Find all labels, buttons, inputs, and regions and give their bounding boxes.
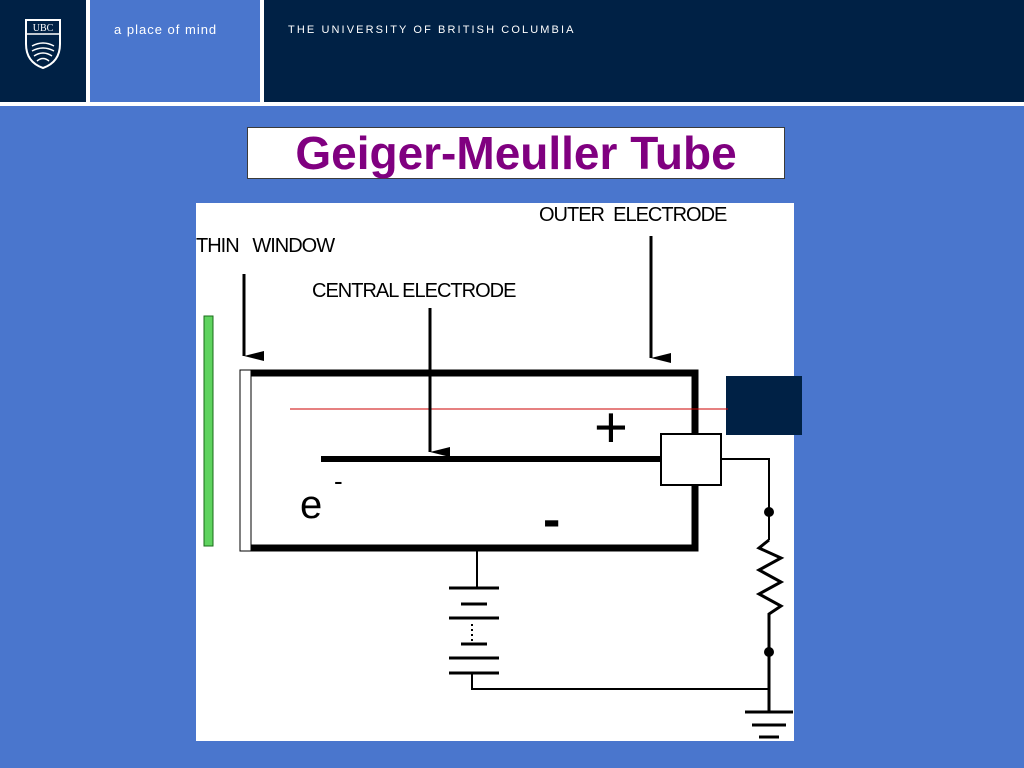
- wire-connector-to-resistor: [721, 458, 770, 540]
- wire-battery-to-ground: [471, 673, 770, 690]
- logo-box: [0, 0, 86, 102]
- central-electrode-label: CENTRAL ELECTRODE: [312, 280, 516, 302]
- ground-symbol: [745, 710, 793, 739]
- radiation-source-bar: [203, 315, 214, 547]
- battery-symbol: [449, 586, 499, 675]
- title-box: Geiger-Meuller Tube: [247, 127, 785, 179]
- resistor-symbol: [755, 538, 785, 712]
- plus-sign: +: [594, 395, 628, 460]
- header-separator: [86, 0, 90, 102]
- logo-text: UBC: [33, 23, 54, 34]
- connector-box: [660, 433, 722, 486]
- electron-charge: -: [334, 466, 343, 496]
- junction-dot: [764, 647, 774, 657]
- callout-box: [726, 376, 802, 435]
- electron-symbol: e: [300, 483, 322, 527]
- tagline-box: [90, 0, 260, 102]
- minus-sign: -: [543, 491, 560, 549]
- tagline: a place of mind: [114, 22, 218, 37]
- university-name: THE UNIVERSITY OF BRITISH COLUMBIA: [288, 24, 576, 36]
- header-rule: [0, 102, 1024, 106]
- thin-window: [239, 369, 252, 552]
- thin-window-label: THIN WINDOW: [196, 235, 335, 257]
- header-separator: [260, 0, 264, 102]
- junction-dot: [764, 507, 774, 517]
- ubc-shield-icon: UBC: [25, 19, 61, 70]
- outer-electrode-label: OUTER ELECTRODE: [539, 204, 727, 226]
- slide-title: Geiger-Meuller Tube: [295, 127, 737, 179]
